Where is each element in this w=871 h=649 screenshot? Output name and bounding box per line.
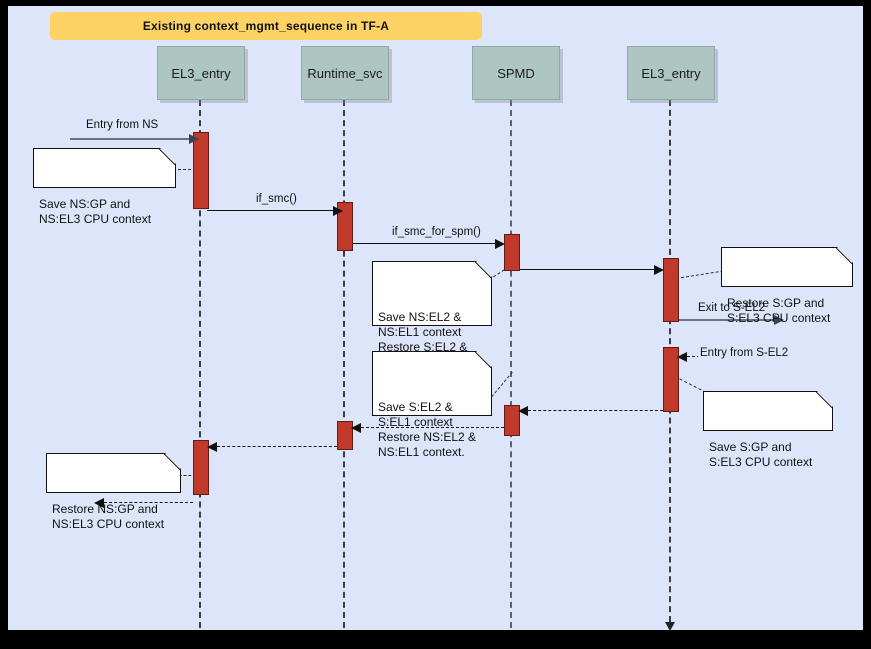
message-arrowhead-exit-to-s-el2 — [774, 315, 784, 325]
message-line-entry-from-ns — [70, 138, 190, 140]
note-anchor-3 — [676, 270, 724, 279]
message-line-spmd-to-runtime-svc-return — [361, 427, 504, 428]
page-title: Existing context_mgmt_sequence in TF-A — [142, 19, 390, 33]
activation-el3-entry-left-2 — [193, 440, 209, 495]
note-anchor-1 — [168, 169, 196, 170]
note-save-s-gp: Save S:GP and S:EL3 CPU context — [703, 391, 833, 469]
message-label-entry-from-s-el2: Entry from S-EL2 — [698, 347, 791, 359]
activation-el3-entry-left-1 — [193, 132, 209, 209]
note-fold-edge-icon — [836, 247, 853, 264]
message-arrowhead-spmd-to-el3-entry — [654, 265, 664, 275]
note-anchor-5 — [674, 376, 707, 393]
message-arrowhead-entry-from-ns — [189, 134, 199, 144]
lifeline-el3-entry-left — [199, 100, 201, 628]
note-fold-edge-icon — [475, 261, 492, 278]
message-line-el3-entry-exit-return — [104, 502, 193, 503]
note-fold-edge-icon — [816, 391, 833, 408]
participant-label: EL3_entry — [171, 65, 231, 81]
message-arrowhead-runtime-svc-to-el3-entry-return — [207, 442, 217, 452]
message-label-entry-from-ns: Entry from NS — [84, 119, 161, 131]
lifeline-end-arrow-el3-entry-right — [665, 622, 675, 631]
message-arrowhead-spmd-to-runtime-svc-return — [351, 423, 361, 433]
activation-spmd-1 — [504, 234, 520, 271]
lifeline-spmd — [510, 100, 512, 628]
note-restore-s-gp: Restore S:GP and S:EL3 CPU context — [721, 247, 853, 325]
message-label-if-smc: if_smc() — [254, 193, 299, 205]
note-text: Save S:EL2 & S:EL1 context Restore NS:EL… — [378, 400, 477, 459]
participant-label: EL3_entry — [641, 65, 701, 81]
activation-el3-entry-right-2 — [663, 347, 679, 412]
note-save-ns-gp: Save NS:GP and NS:EL3 CPU context — [33, 148, 176, 226]
message-arrowhead-el3-entry-to-spmd-return — [518, 406, 528, 416]
note-text: Restore S:GP and S:EL3 CPU context — [727, 296, 831, 325]
message-line-runtime-svc-to-el3-entry-return — [217, 446, 337, 447]
message-line-spmd-to-el3-entry — [518, 269, 655, 270]
diagram-title-banner: Existing context_mgmt_sequence in TF-A — [50, 12, 482, 40]
message-arrowhead-if-smc — [333, 206, 343, 216]
diagram-frame: Existing context_mgmt_sequence in TF-A E… — [8, 6, 863, 631]
message-line-el3-entry-to-spmd-return — [528, 410, 663, 411]
participant-label: Runtime_svc — [307, 65, 383, 81]
lifeline-runtime-svc — [343, 100, 345, 628]
note-save-ns-el2: Save NS:EL2 & NS:EL1 context Restore S:E… — [372, 261, 492, 369]
participant-head-el3-entry-left[interactable]: EL3_entry — [157, 46, 245, 100]
note-text: Save S:GP and S:EL3 CPU context — [709, 440, 813, 469]
note-fold-edge-icon — [475, 351, 492, 368]
activation-el3-entry-right-1 — [663, 258, 679, 322]
note-fold-edge-icon — [159, 148, 176, 165]
note-restore-ns-gp: Restore NS:GP and NS:EL3 CPU context — [46, 453, 181, 531]
note-text: Restore NS:GP and NS:EL3 CPU context — [52, 502, 165, 531]
note-text: Save NS:GP and NS:EL3 CPU context — [39, 197, 152, 226]
message-line-exit-to-s-el2 — [677, 319, 777, 321]
note-save-s-el2: Save S:EL2 & S:EL1 context Restore NS:EL… — [372, 351, 492, 459]
activation-runtime-svc-2 — [337, 421, 353, 450]
note-anchor-6 — [174, 475, 196, 476]
activation-spmd-2 — [504, 405, 520, 436]
message-line-if-smc — [207, 210, 335, 211]
note-fold-edge-icon — [164, 453, 181, 470]
message-arrowhead-entry-from-s-el2 — [677, 352, 687, 362]
message-arrowhead-if-smc-for-spm — [495, 239, 505, 249]
message-label-if-smc-for-spm: if_smc_for_spm() — [390, 226, 483, 238]
message-label-exit-to-s-el2: Exit to S-EL2 — [696, 302, 768, 314]
message-arrowhead-el3-entry-exit-return — [94, 498, 104, 508]
participant-head-el3-entry-right[interactable]: EL3_entry — [627, 46, 715, 100]
message-line-if-smc-for-spm — [351, 243, 496, 244]
participant-label: SPMD — [497, 65, 535, 81]
participant-head-runtime-svc[interactable]: Runtime_svc — [301, 46, 389, 100]
participant-head-spmd[interactable]: SPMD — [472, 46, 560, 100]
